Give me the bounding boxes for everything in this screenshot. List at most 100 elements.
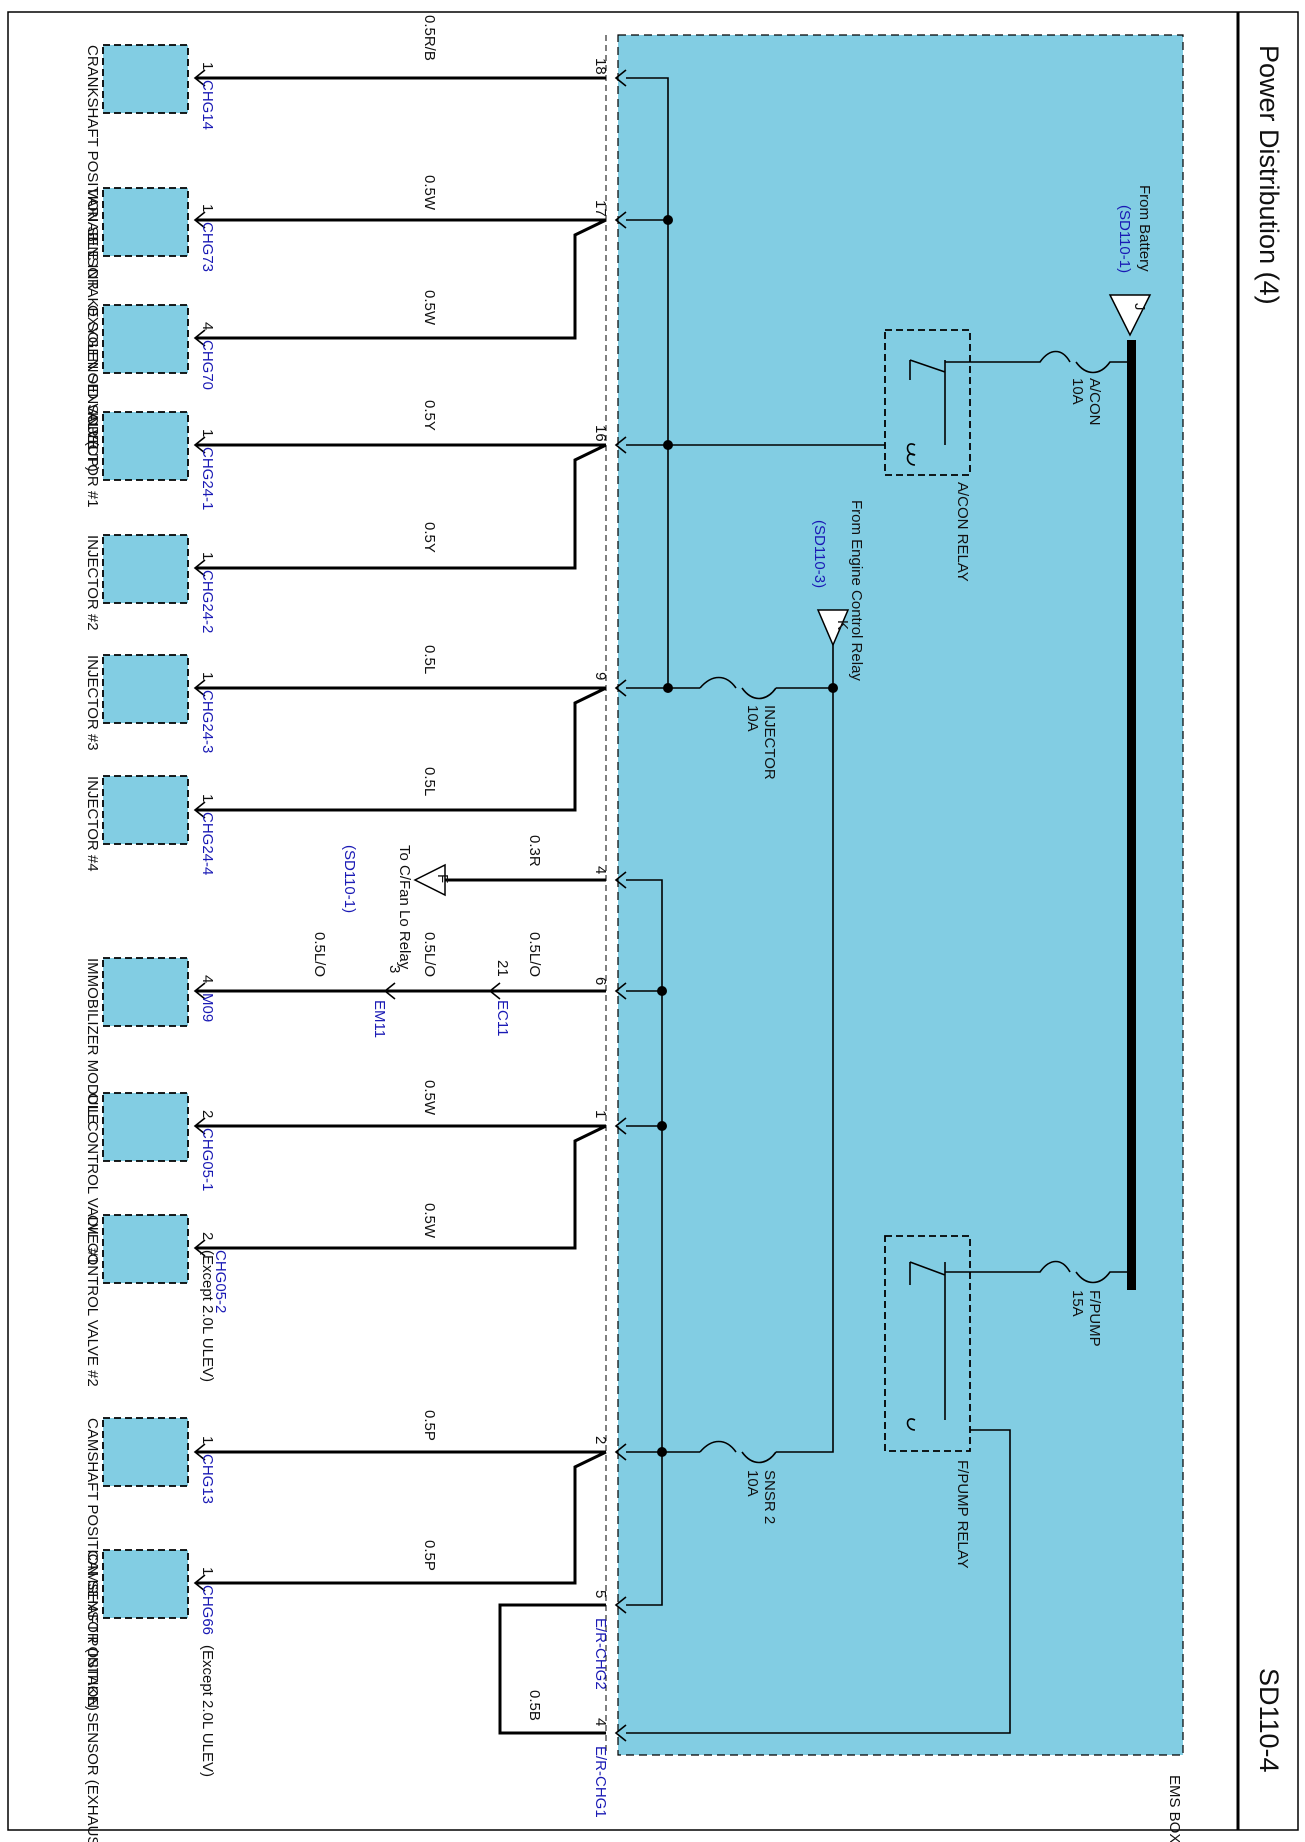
pin-number: 4 <box>199 975 216 983</box>
injector3-box <box>102 654 189 724</box>
wire-injector2 <box>196 443 607 570</box>
cfan-ref: (SD110-1) <box>341 845 358 913</box>
ems-pin-numbers: 18 17 16 9 4 6 1 2 5 E/R-CHG2 4 E/R-CHG1 <box>592 58 609 1818</box>
ocv1-box <box>102 1092 189 1162</box>
fpump-relay-ground <box>626 1429 1011 1734</box>
wire-oxygen <box>196 218 607 340</box>
ems-pin: 16 <box>592 425 609 442</box>
bus-injector <box>626 77 669 688</box>
battery-text: From Battery <box>1136 185 1153 272</box>
cfan-reference: F To C/Fan Lo Relay (SD110-1) <box>341 845 451 970</box>
pin-number: 3 <box>386 965 403 973</box>
offpage-marker: F <box>434 874 451 883</box>
oxygen-sensor-box <box>102 304 189 374</box>
immobilizer-box <box>102 957 189 1027</box>
ems-pin: 4 <box>592 866 609 874</box>
wire-cam-exhaust <box>196 1450 607 1585</box>
pin-number: 2 <box>199 1232 216 1240</box>
component-name: OIL CONTROL VALVE #2 <box>84 1215 101 1387</box>
component-name: OIL CONTROL VALVE #1 <box>84 1093 101 1265</box>
component-name: VARIABLE INTAKE SOLENOID VALVE <box>84 188 101 449</box>
wire-label: 0.5L/O <box>311 932 328 977</box>
fuse-rating: 10A <box>744 705 761 732</box>
component-name: INJECTOR #3 <box>84 655 101 751</box>
pin-number: 1 <box>199 672 216 680</box>
engine-relay-ref: (SD110-3) <box>811 520 828 588</box>
wire-label: 0.5L/O <box>526 932 543 977</box>
engine-relay-text: From Engine Control Relay <box>848 500 865 681</box>
ems-pin: 1 <box>592 1110 609 1118</box>
relay-name: A/CON RELAY <box>954 482 971 582</box>
cfan-text: To C/Fan Lo Relay <box>396 845 413 970</box>
fuse-name: A/CON <box>1086 378 1103 426</box>
connector-id: CHG73 <box>199 222 216 272</box>
wire-label: 0.5P <box>421 1410 438 1441</box>
wire-label: 0.5Y <box>421 400 438 431</box>
wire-injector4 <box>196 686 607 812</box>
ems-pin: 4 <box>592 1718 609 1726</box>
wire-label: 0.5W <box>421 175 438 211</box>
pin-number: 1 <box>199 429 216 437</box>
injector2-box <box>102 534 189 604</box>
connector-note: (Except 2.0L ULEV) <box>199 1645 216 1777</box>
connector-ids: CHG14 CHG73 CHG70 CHG24-1 CHG24-2 CHG24-… <box>199 80 229 1777</box>
wire-label: 0.5L <box>421 767 438 796</box>
ems-pin: 2 <box>592 1436 609 1444</box>
immobilizer-connectors: 21 EC11 3 EM11 <box>371 960 511 1038</box>
ocv2-box <box>102 1214 189 1284</box>
wire-ground-loop <box>498 1603 606 1735</box>
connector-id: CHG24-1 <box>199 447 216 510</box>
signal-wires <box>196 76 607 1735</box>
component-name: INJECTOR #1 <box>84 412 101 508</box>
component-name: CAMSHAFT POSITION SENSOR (INTAKE) <box>84 1418 101 1711</box>
component-name: IMMOBILIZER MODULE <box>84 958 101 1124</box>
connector-id: CHG24-2 <box>199 570 216 633</box>
wire-label: 0.5W <box>421 1080 438 1116</box>
page-title: Power Distribution (4) <box>1254 45 1284 305</box>
wire-label: 0.5W <box>421 1203 438 1239</box>
fuse-name: F/PUMP <box>1086 1290 1103 1347</box>
snsr2-fuse: SNSR 2 10A <box>699 688 834 1524</box>
component-name: CRANKSHAFT POSITION SENSOR <box>84 45 101 290</box>
acon-relay: A/CON 10A A/CON RELAY <box>884 329 1127 582</box>
injector1-box <box>102 411 189 481</box>
component-name: CAMSHAFT POSITION SENSOR (EXHAUST) <box>84 1550 101 1842</box>
connector-id: CHG05-2 <box>212 1250 229 1313</box>
component-names: CRANKSHAFT POSITION SENSOR VARIABLE INTA… <box>84 45 101 1842</box>
ems-pin-chevrons <box>614 69 627 1742</box>
wire-label: 0.5L/O <box>421 932 438 977</box>
fuse-rating: 10A <box>1069 378 1086 405</box>
pin-number: 1 <box>199 204 216 212</box>
wire-label: 0.5R/B <box>421 15 438 61</box>
page-code: SD110-4 <box>1254 1668 1284 1773</box>
ems-box-label: EMS BOX <box>1166 1775 1183 1842</box>
component-pin-chevrons <box>193 69 206 1592</box>
crankshaft-sensor-box <box>102 44 189 114</box>
offpage-marker: J <box>1131 303 1148 311</box>
connector-id: CHG66 <box>199 1585 216 1635</box>
component-name: INJECTOR #2 <box>84 535 101 631</box>
connector-id: CHG05-1 <box>199 1128 216 1191</box>
wire-label: 0.5B <box>526 1690 543 1721</box>
component-name: INJECTOR #4 <box>84 776 101 872</box>
acon-relay-box <box>884 329 971 476</box>
offpage-connector-k <box>816 609 850 647</box>
cam-exhaust-box <box>102 1549 189 1619</box>
fuse-rating: 10A <box>744 1470 761 1497</box>
ems-pin: 5 <box>592 1590 609 1598</box>
ems-pin: 6 <box>592 977 609 985</box>
cam-intake-box <box>102 1417 189 1487</box>
connector-id: CHG24-3 <box>199 690 216 753</box>
ems-internal-wiring <box>626 77 1011 1734</box>
offpage-marker: K <box>834 620 851 630</box>
page-frame <box>7 11 1299 1831</box>
component-boxes <box>102 44 189 1619</box>
ems-pin: 18 <box>592 58 609 75</box>
acon-fuse-symbol <box>945 350 1127 374</box>
injector4-box <box>102 775 189 845</box>
ems-box <box>617 34 1184 1756</box>
pin-number: 2 <box>199 1110 216 1118</box>
pin-number: 1 <box>199 552 216 560</box>
